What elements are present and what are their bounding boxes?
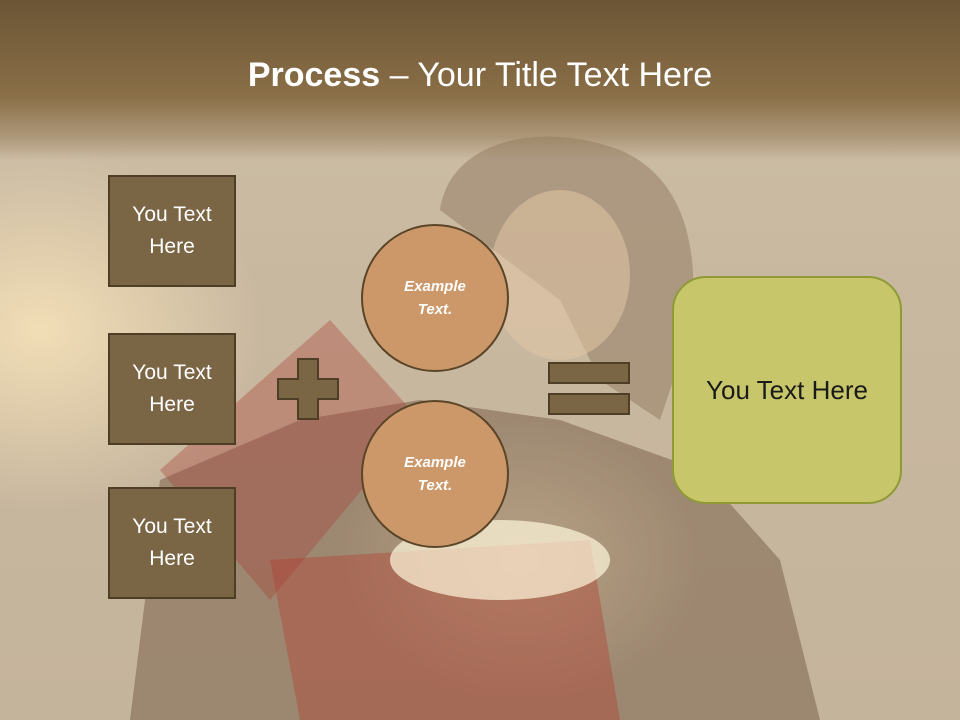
text-box-label: You Text Here (132, 203, 212, 258)
circle-label: Example Text. (404, 454, 466, 494)
text-box-label: You Text Here (132, 515, 212, 570)
text-box-1[interactable]: You Text Here (108, 175, 236, 287)
plus-icon (277, 358, 339, 420)
slide-title: Process – Your Title Text Here (0, 52, 960, 98)
header-band (0, 0, 960, 160)
text-box-3[interactable]: You Text Here (108, 487, 236, 599)
title-bold: Process (247, 56, 381, 94)
example-circle-1[interactable]: Example Text. (361, 224, 509, 372)
result-label: You Text Here (706, 374, 868, 405)
title-rest: – Your Title Text Here (380, 56, 713, 94)
text-box-2[interactable]: You Text Here (108, 333, 236, 445)
example-circle-2[interactable]: Example Text. (361, 400, 509, 548)
text-box-label: You Text Here (132, 361, 212, 416)
result-box[interactable]: You Text Here (672, 276, 902, 504)
circle-label: Example Text. (404, 278, 466, 318)
equals-icon (548, 362, 630, 415)
